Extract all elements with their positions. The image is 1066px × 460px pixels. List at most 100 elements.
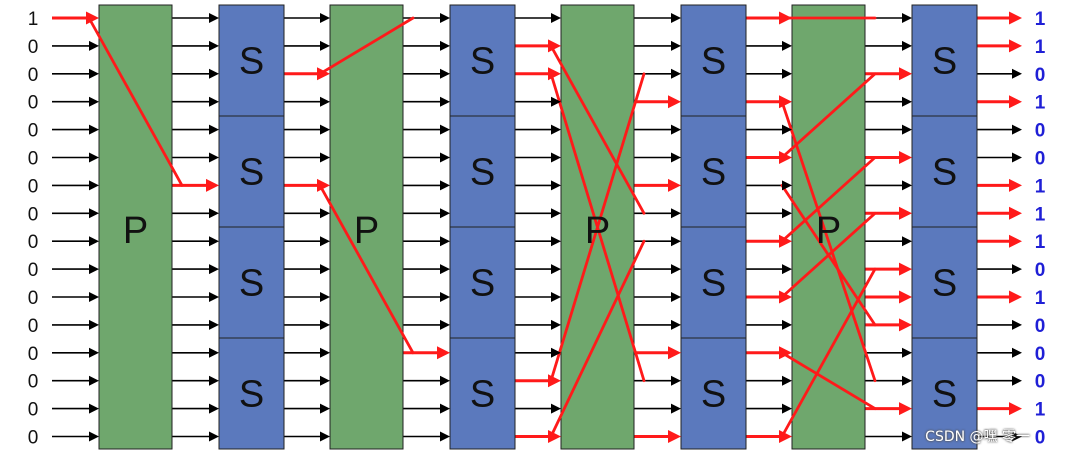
- s-box: [911, 226, 978, 339]
- permutation-route: [549, 44, 646, 215]
- input-bit: 0: [28, 232, 39, 253]
- box-layer: [98, 4, 978, 450]
- s-box-label: S: [239, 374, 264, 416]
- arrowhead: [902, 236, 912, 247]
- arrowhead: [902, 180, 912, 191]
- arrowhead: [1012, 124, 1022, 135]
- arrowhead: [782, 40, 792, 51]
- arrowhead: [209, 40, 219, 51]
- arrowhead: [551, 96, 561, 107]
- permutation-route: [780, 267, 877, 438]
- s-box: [911, 115, 978, 228]
- s-box-label: S: [932, 263, 957, 305]
- arrowhead: [440, 236, 450, 247]
- arrowhead: [209, 208, 219, 219]
- active-arrowhead: [317, 67, 330, 81]
- arrowhead: [551, 180, 561, 191]
- output-bit: 0: [1035, 372, 1046, 393]
- permutation-route: [780, 211, 877, 299]
- input-bit: 0: [28, 400, 39, 421]
- arrowhead: [671, 40, 681, 51]
- active-arrowhead: [548, 67, 561, 81]
- active-arrowhead: [668, 178, 681, 192]
- input-bit: 0: [28, 372, 39, 393]
- arrowhead: [1012, 319, 1022, 330]
- arrowhead: [320, 375, 330, 386]
- arrowhead: [209, 431, 219, 442]
- s-box-label: S: [932, 152, 957, 194]
- active-arrowhead: [899, 290, 912, 304]
- s-box-label: S: [932, 374, 957, 416]
- arrowhead: [551, 319, 561, 330]
- active-arrowhead: [1009, 39, 1022, 53]
- s-box: [911, 337, 978, 450]
- active-arrowhead: [86, 11, 99, 25]
- active-arrowhead: [548, 430, 561, 443]
- s-box-label: S: [470, 374, 495, 416]
- output-bit: 0: [1035, 149, 1046, 170]
- arrowhead: [902, 13, 912, 23]
- arrowhead: [782, 68, 792, 79]
- input-bit: 0: [28, 121, 39, 142]
- input-bit: 1: [28, 9, 39, 30]
- arrowhead: [320, 96, 330, 107]
- active-arrowhead: [1009, 402, 1022, 416]
- arrowhead: [1012, 152, 1022, 163]
- arrowhead: [320, 152, 330, 163]
- arrowhead: [671, 403, 681, 414]
- arrowhead: [902, 347, 912, 358]
- active-arrowhead: [779, 430, 792, 443]
- active-route-layer: [87, 16, 877, 438]
- permutation-route: [780, 351, 877, 411]
- s-box: [680, 337, 747, 450]
- active-arrowhead: [779, 151, 792, 164]
- input-bit: 0: [28, 428, 39, 449]
- active-arrowhead: [899, 67, 912, 81]
- s-box: [218, 226, 285, 339]
- s-box-label: S: [932, 41, 957, 83]
- permutation-route: [549, 72, 646, 383]
- arrowhead: [671, 13, 681, 23]
- arrowhead: [1012, 264, 1022, 275]
- s-box: [449, 226, 516, 339]
- active-arrowhead: [1009, 95, 1022, 109]
- output-bit: 1: [1035, 400, 1046, 421]
- arrowhead: [440, 292, 450, 302]
- active-arrowhead: [779, 346, 792, 360]
- arrowhead: [209, 319, 219, 330]
- p-box: [791, 4, 866, 450]
- arrowhead: [551, 292, 561, 302]
- s-box-label: S: [701, 152, 726, 194]
- arrowhead: [671, 208, 681, 219]
- arrowhead: [209, 403, 219, 414]
- active-arrowhead: [317, 178, 330, 192]
- arrowhead: [89, 264, 99, 275]
- active-arrowhead: [779, 234, 792, 248]
- arrowhead: [440, 13, 450, 23]
- arrowhead: [671, 124, 681, 135]
- arrowhead: [1012, 375, 1022, 386]
- p-box: [329, 4, 404, 450]
- arrowhead: [320, 40, 330, 51]
- arrowhead: [551, 208, 561, 219]
- arrowhead: [320, 403, 330, 414]
- s-box-label: S: [239, 263, 264, 305]
- arrowhead: [902, 96, 912, 107]
- input-bit: 0: [28, 260, 39, 281]
- input-bit: 0: [28, 344, 39, 365]
- arrowhead: [89, 208, 99, 219]
- arrowhead: [1012, 431, 1022, 442]
- arrowhead: [671, 292, 681, 302]
- output-bit: 1: [1035, 37, 1046, 58]
- arrowhead: [551, 152, 561, 163]
- output-bit: 1: [1035, 93, 1046, 114]
- permutation-route: [780, 100, 877, 383]
- arrowhead: [671, 152, 681, 163]
- arrowhead: [1012, 68, 1022, 79]
- p-box-label: P: [123, 210, 148, 252]
- active-arrowhead: [899, 206, 912, 220]
- input-bit: 0: [28, 93, 39, 114]
- arrowhead: [671, 68, 681, 79]
- arrowhead: [782, 124, 792, 135]
